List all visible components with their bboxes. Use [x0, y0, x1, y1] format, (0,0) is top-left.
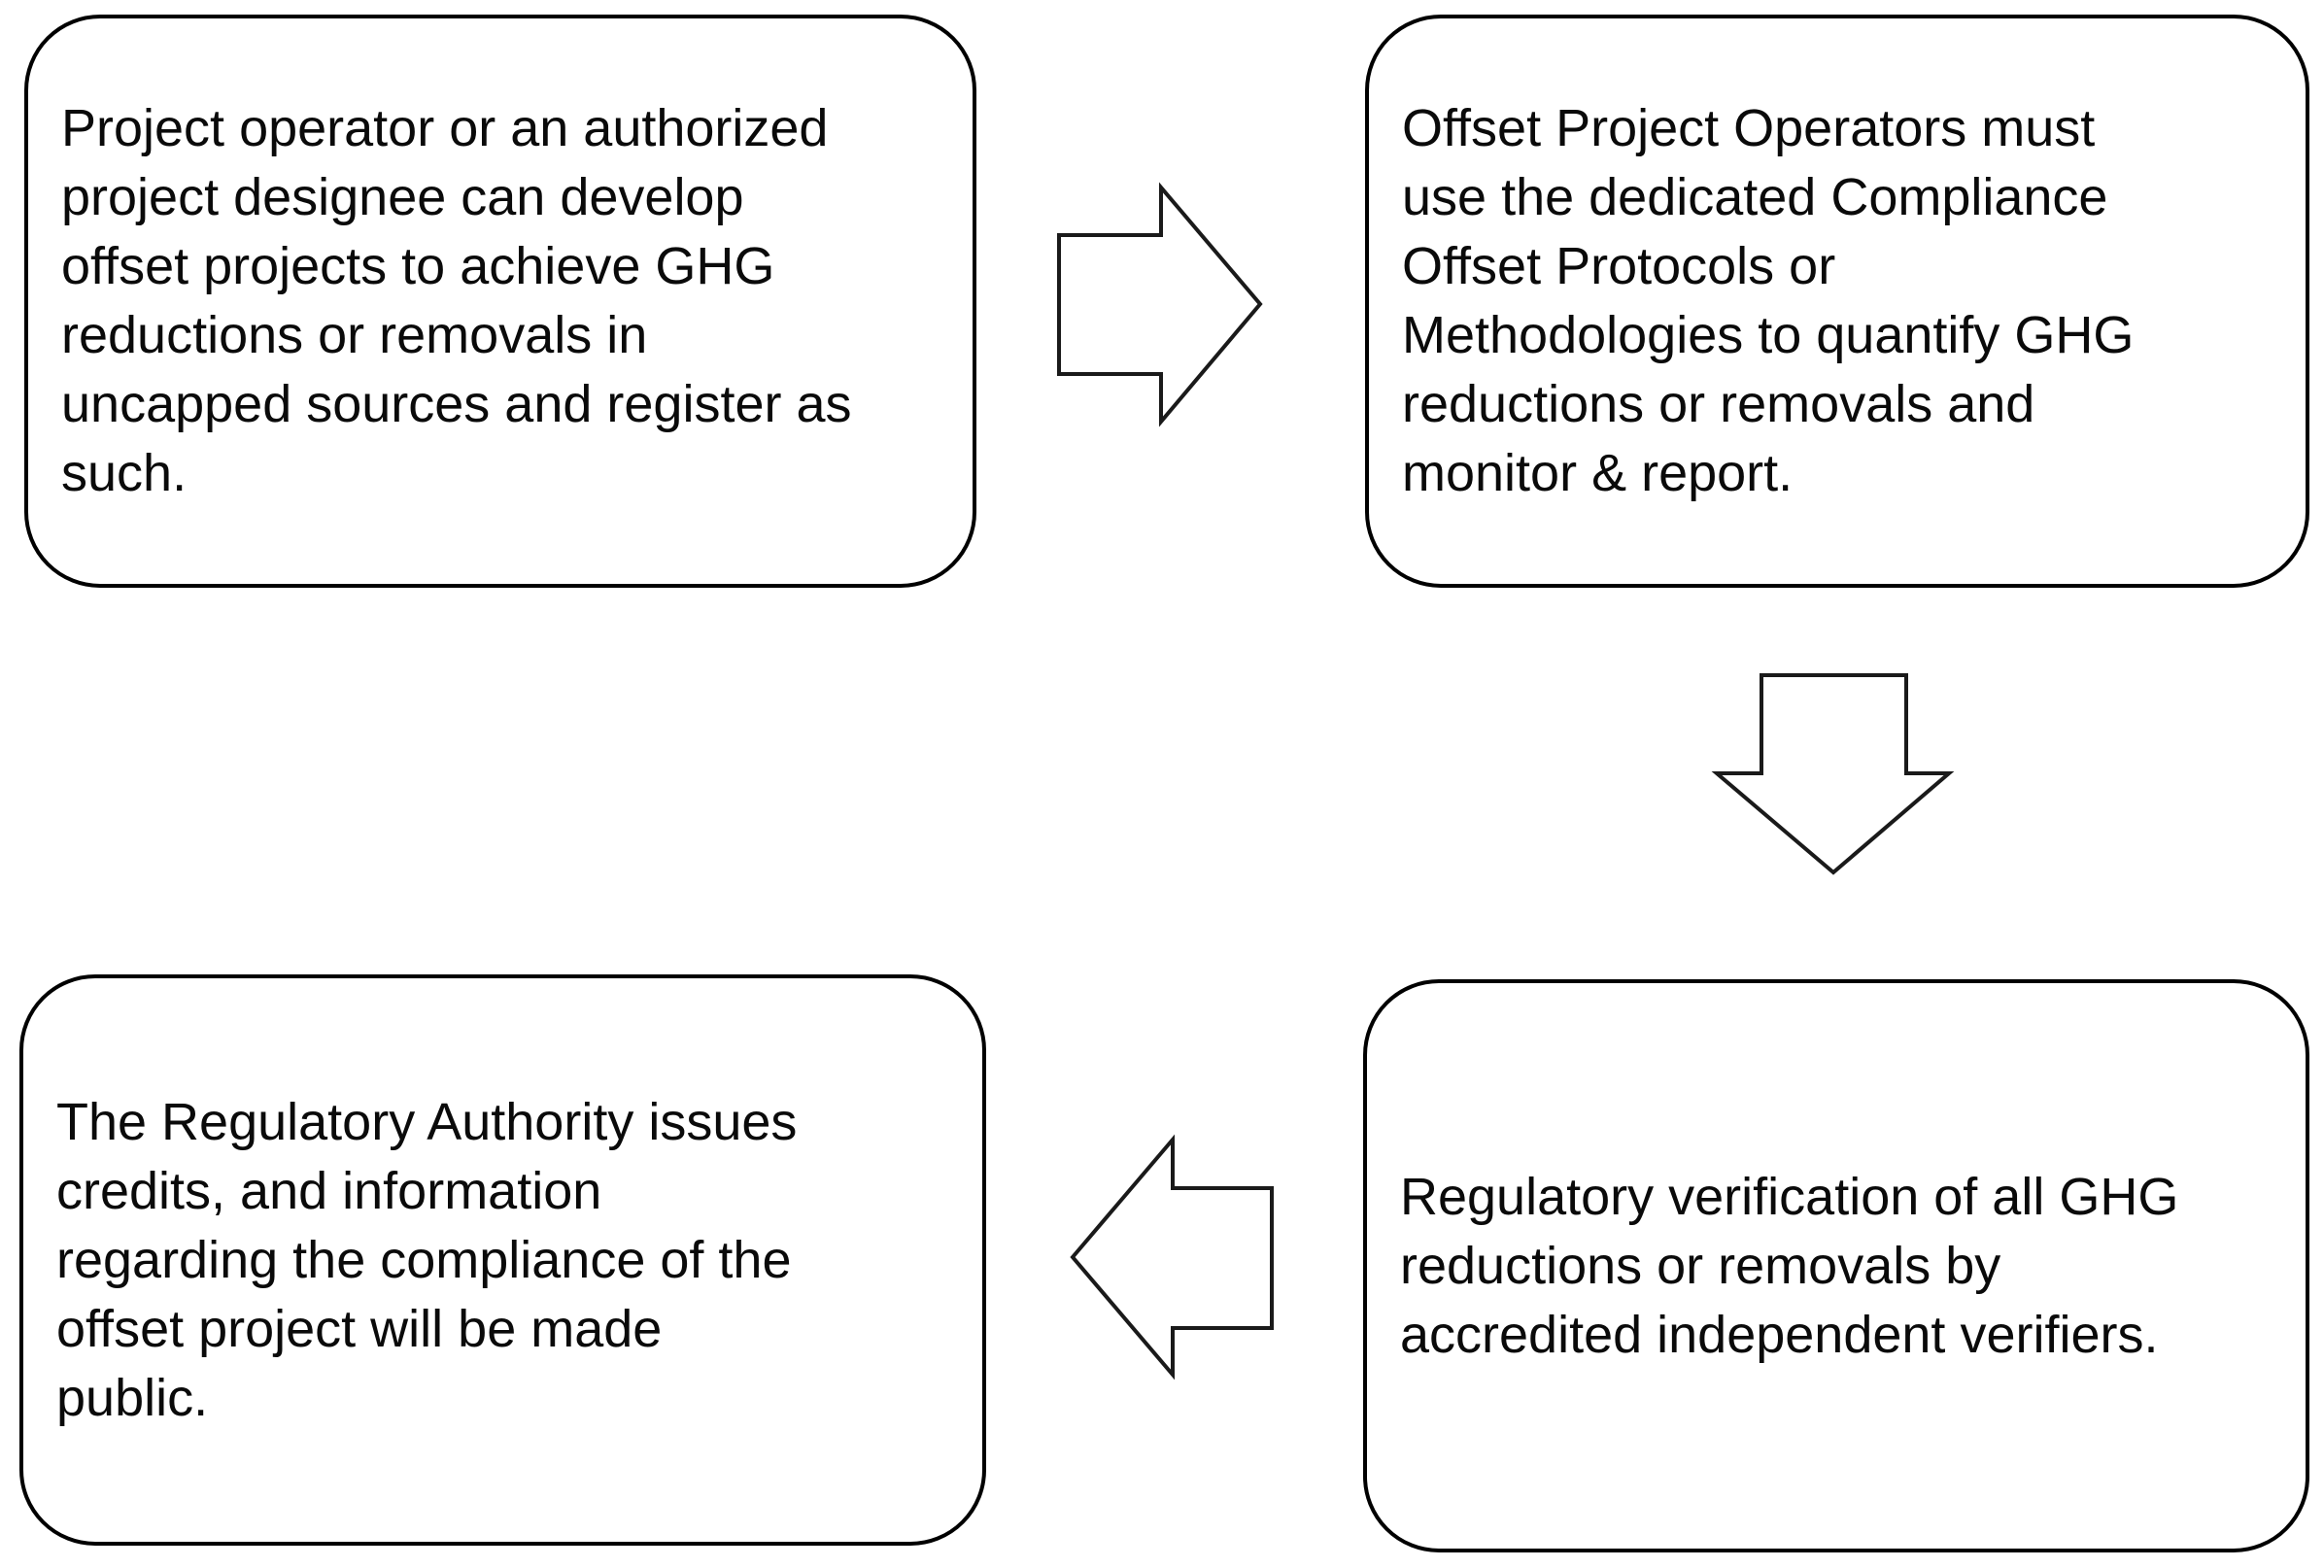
flow-step-4-box: The Regulatory Authority issues credits,… [19, 974, 986, 1546]
flow-step-1-box: Project operator or an authorized projec… [24, 15, 976, 588]
flow-step-2-box: Offset Project Operators must use the de… [1365, 15, 2309, 588]
left-block-arrow-icon [1070, 1134, 1274, 1381]
flow-step-1-text: Project operator or an authorized projec… [61, 99, 852, 502]
right-block-arrow-icon [1057, 182, 1263, 427]
down-block-arrow-icon [1711, 673, 1955, 875]
flow-step-2-text: Offset Project Operators must use the de… [1402, 99, 2135, 502]
flow-step-3-text: Regulatory verification of all GHG reduc… [1400, 1167, 2179, 1364]
flow-step-4-text: The Regulatory Authority issues credits,… [56, 1092, 798, 1427]
flow-step-3-box: Regulatory verification of all GHG reduc… [1363, 979, 2309, 1552]
